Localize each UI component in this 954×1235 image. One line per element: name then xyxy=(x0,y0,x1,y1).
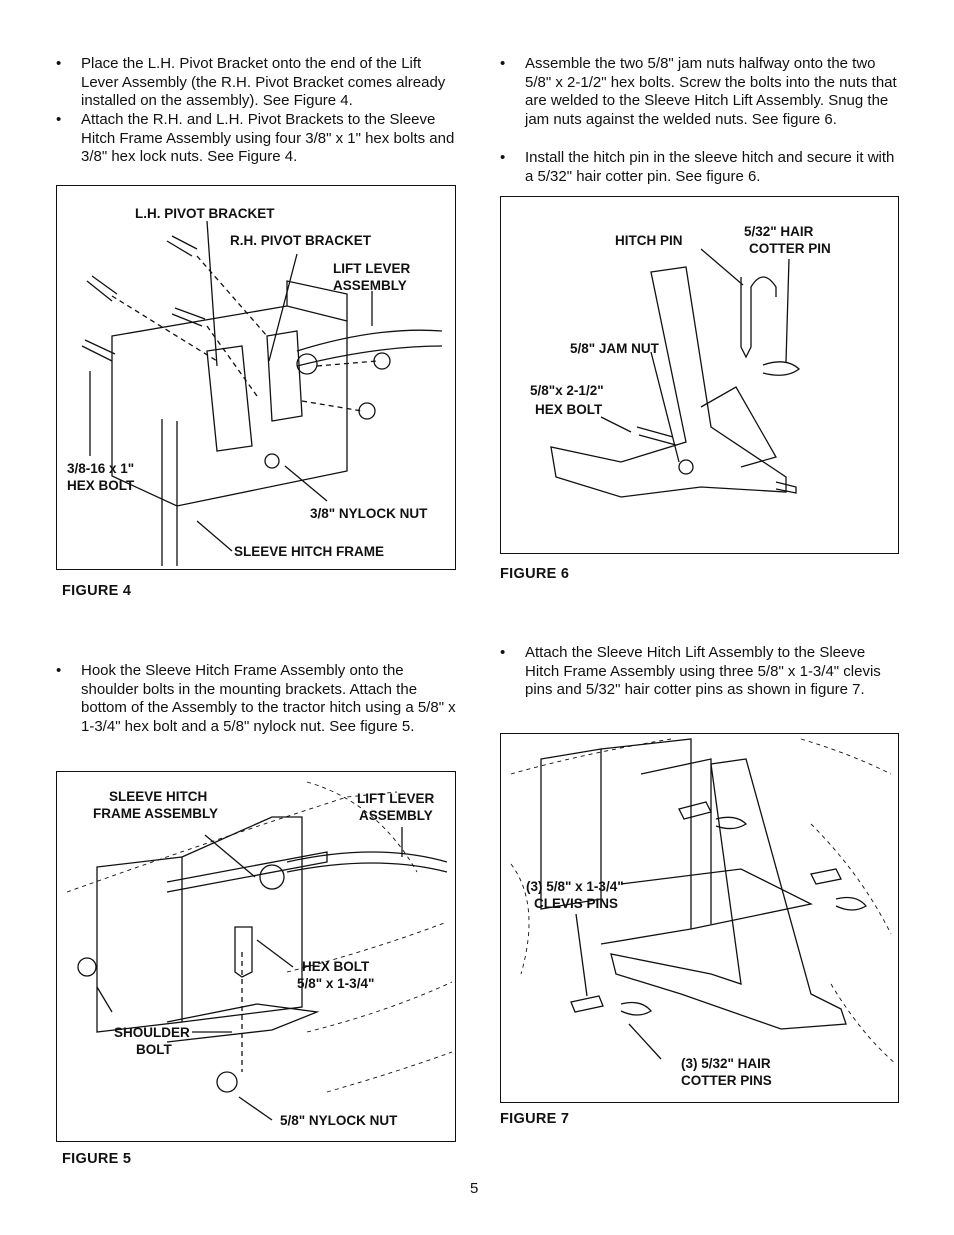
bullet-dot: • xyxy=(500,644,506,661)
label-shoulder-bolt: BOLT xyxy=(136,1042,172,1057)
figure-6-frame: HITCH PIN 5/32" HAIR COTTER PIN 5/8" JAM… xyxy=(500,196,899,554)
bullet-dot: • xyxy=(500,149,506,166)
label-sleeve-hitch-frame: SLEEVE HITCH FRAME xyxy=(234,544,385,559)
bullet-dot: • xyxy=(56,111,62,128)
label-hair-cotter: 5/32" HAIR xyxy=(744,224,814,239)
label-lift-lever-assembly: ASSEMBLY xyxy=(333,278,407,293)
label-shoulder: SHOULDER xyxy=(114,1025,190,1040)
bullet-item: • Attach the Sleeve Hitch Lift Assembly … xyxy=(500,644,903,700)
bullet-text: Attach the Sleeve Hitch Lift Assembly to… xyxy=(525,644,881,699)
bullet-text: Attach the R.H. and L.H. Pivot Brackets … xyxy=(81,111,455,166)
label-hex-bolt-size: 5/8"x 2-1/2" xyxy=(530,383,604,398)
label-nylock-nut: 5/8" NYLOCK NUT xyxy=(280,1113,398,1128)
bullet-dot: • xyxy=(56,662,62,679)
label-hitch-pin: HITCH PIN xyxy=(615,233,683,248)
figure-7-caption: FIGURE 7 xyxy=(500,1111,570,1127)
label-clevis-pins-size: (3) 5/8" x 1-3/4" xyxy=(526,879,624,894)
bullet-item: • Install the hitch pin in the sleeve hi… xyxy=(500,149,903,186)
page-number: 5 xyxy=(470,1180,479,1197)
figure-4-drawing xyxy=(81,220,443,566)
label-hex-bolt: HEX BOLT xyxy=(535,402,603,417)
label-lift-lever: LIFT LEVER xyxy=(357,791,435,806)
label-jam-nut: 5/8" JAM NUT xyxy=(570,341,659,356)
bullet-text: Hook the Sleeve Hitch Frame Assembly ont… xyxy=(81,662,456,735)
label-cotter-pin: COTTER PIN xyxy=(749,241,831,256)
label-hex-bolt-size: 5/8" x 1-3/4" xyxy=(297,976,375,991)
bullet-item: • Hook the Sleeve Hitch Frame Assembly o… xyxy=(56,662,459,736)
figure-5-drawing xyxy=(66,781,453,1121)
label-cotter-pins: COTTER PINS xyxy=(681,1073,772,1088)
figure-7-drawing xyxy=(510,738,897,1065)
bullet-dot: • xyxy=(500,55,506,72)
label-hex-bolt-size: 3/8-16 x 1" xyxy=(67,461,135,476)
label-sleeve-hitch: SLEEVE HITCH xyxy=(109,789,208,804)
bullet-text: Place the L.H. Pivot Bracket onto the en… xyxy=(81,55,446,110)
figure-5-frame: SLEEVE HITCH FRAME ASSEMBLY LIFT LEVER A… xyxy=(56,771,456,1142)
label-hex-bolt: HEX BOLT xyxy=(67,478,135,493)
bullet-dot: • xyxy=(56,55,62,72)
figure-5-caption: FIGURE 5 xyxy=(62,1151,132,1167)
label-nylock-nut: 3/8" NYLOCK NUT xyxy=(310,506,428,521)
label-hex-bolt: HEX BOLT xyxy=(302,959,370,974)
label-frame-assembly: FRAME ASSEMBLY xyxy=(93,806,219,821)
bullet-text: Assemble the two 5/8" jam nuts halfway o… xyxy=(525,55,897,128)
figure-4-frame: L.H. PIVOT BRACKET R.H. PIVOT BRACKET LI… xyxy=(56,185,456,570)
figure-6-drawing xyxy=(550,248,801,498)
bullet-item: • Place the L.H. Pivot Bracket onto the … xyxy=(56,55,459,111)
figure-7-frame: (3) 5/8" x 1-3/4" CLEVIS PINS (3) 5/32" … xyxy=(500,733,899,1103)
label-lift-lever: LIFT LEVER xyxy=(333,261,411,276)
label-hair-cotter: (3) 5/32" HAIR xyxy=(681,1056,771,1071)
label-clevis-pins: CLEVIS PINS xyxy=(534,896,619,911)
label-lift-lever-assembly: ASSEMBLY xyxy=(359,808,433,823)
figure-6-caption: FIGURE 6 xyxy=(500,566,570,582)
bullet-item: • Attach the R.H. and L.H. Pivot Bracket… xyxy=(56,111,459,167)
label-lh-pivot-bracket: L.H. PIVOT BRACKET xyxy=(135,206,275,221)
bullet-text: Install the hitch pin in the sleeve hitc… xyxy=(525,149,895,185)
figure-4-caption: FIGURE 4 xyxy=(62,583,132,599)
bullet-item: • Assemble the two 5/8" jam nuts halfway… xyxy=(500,55,903,129)
label-rh-pivot-bracket: R.H. PIVOT BRACKET xyxy=(230,233,372,248)
